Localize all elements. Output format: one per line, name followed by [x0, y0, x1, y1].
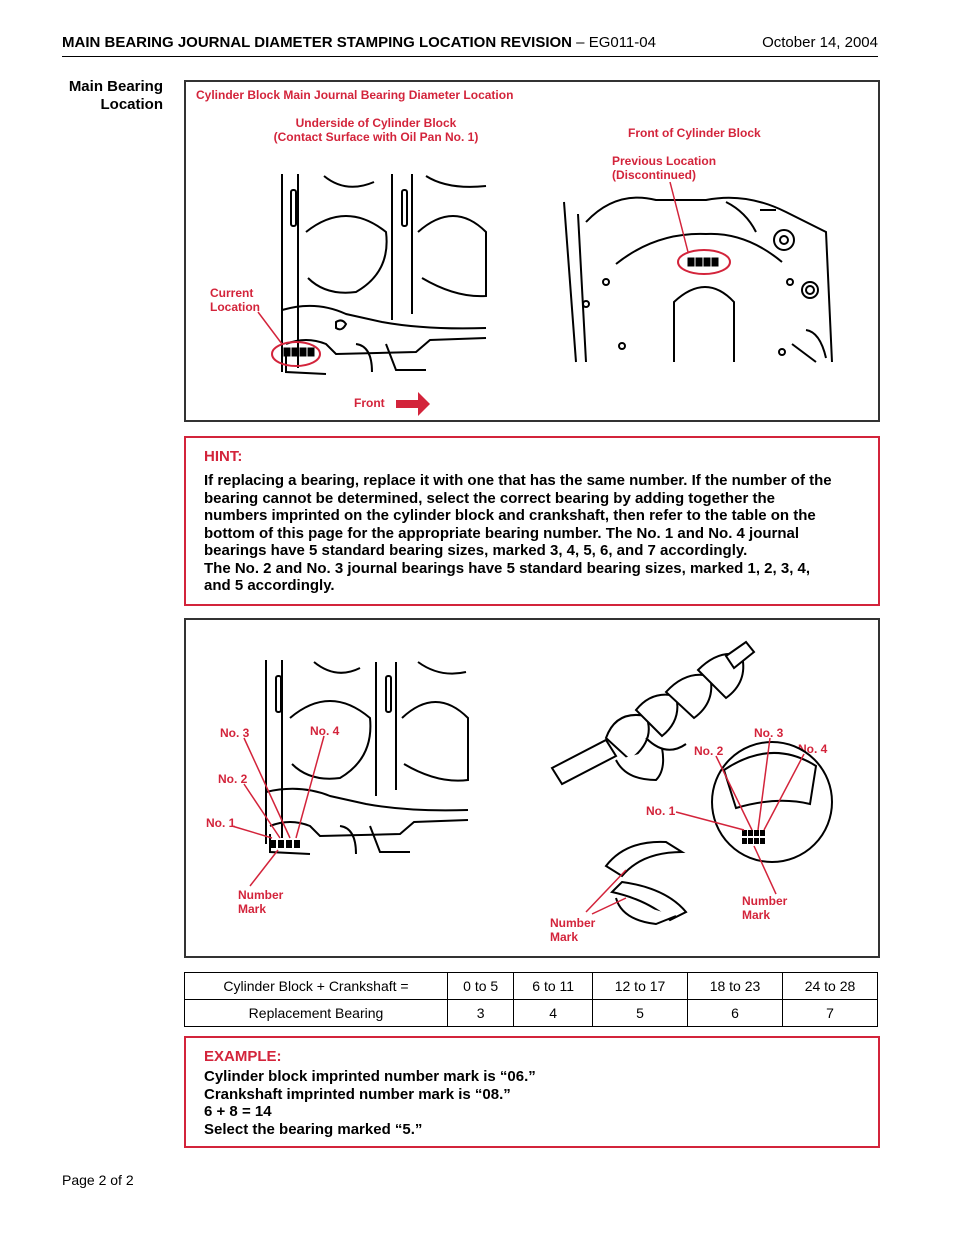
right-number-mark-label: Number Mark — [742, 894, 787, 922]
left-number-mark-line-1: Number — [238, 888, 284, 902]
example-body: Cylinder block imprinted number mark is … — [204, 1068, 864, 1138]
bearing-number-mark-label: Number Mark — [550, 916, 595, 944]
hint-line: bearing cannot be determined, select the… — [204, 489, 775, 507]
header-code: – EG011-04 — [572, 34, 656, 51]
example-line: 6 + 8 = 14 — [204, 1103, 272, 1120]
left-no1-label: No. 1 — [206, 816, 236, 830]
header-title: MAIN BEARING JOURNAL DIAMETER STAMPING L… — [62, 34, 573, 51]
right-number-mark-line-2: Mark — [742, 908, 771, 922]
bearing-selection-table: Cylinder Block + Crankshaft = 0 to 5 6 t… — [184, 972, 879, 1027]
example-box: EXAMPLE: Cylinder block imprinted number… — [184, 1036, 880, 1148]
underside-label-line-2: (Contact Surface with Oil Pan No. 1) — [273, 130, 479, 144]
table-cell: 24 to 28 — [781, 972, 879, 1000]
hint-line: numbers imprinted on the cylinder block … — [204, 507, 816, 524]
table-cell: 18 to 23 — [687, 972, 783, 1000]
front-arrow-icon — [396, 392, 430, 416]
hint-line: The No. 2 and No. 3 journal bearings hav… — [204, 559, 811, 577]
hint-line: and 5 accordingly. — [204, 577, 335, 594]
previous-stamp-mark — [687, 257, 719, 267]
table-cell: 12 to 17 — [592, 972, 689, 1000]
block-front-drawing — [563, 196, 833, 363]
page-number: Page 2 of 2 — [62, 1172, 134, 1188]
left-no2-label: No. 2 — [218, 772, 248, 786]
current-location-line-2: Location — [210, 300, 260, 314]
front-of-block-label: Front of Cylinder Block — [628, 126, 761, 140]
page-header: MAIN BEARING JOURNAL DIAMETER STAMPING L… — [62, 34, 878, 57]
example-line: Cylinder block imprinted number mark is … — [204, 1068, 536, 1085]
bearing-number-mark-line-1: Number — [550, 916, 596, 930]
section-label-line-2: Location — [100, 96, 164, 113]
header-date: October 14, 2004 — [762, 34, 878, 51]
crank-stamp-mark — [742, 830, 765, 844]
table-row-header: Cylinder Block + Crankshaft = — [184, 972, 448, 1000]
table-cell: 3 — [446, 999, 515, 1027]
current-location-line-1: Current — [210, 286, 254, 300]
table-cell: 6 to 11 — [513, 972, 594, 1000]
crankshaft-drawing — [550, 640, 756, 786]
table-row: Replacement Bearing 3 4 5 6 7 — [184, 999, 879, 1027]
underside-label: Underside of Cylinder Block (Contact Sur… — [256, 116, 496, 144]
hint-line: If replacing a bearing, replace it with … — [204, 472, 832, 489]
bearing-number-mark-line-2: Mark — [550, 930, 579, 944]
table-cell: 7 — [781, 999, 879, 1027]
bearing-shell-drawing — [604, 840, 688, 926]
bearing-leader-lines — [585, 869, 627, 915]
hint-line: bearings have 5 standard bearing sizes, … — [204, 542, 748, 559]
table-row: Cylinder Block + Crankshaft = 0 to 5 6 t… — [184, 972, 879, 1000]
hint-title: HINT: — [204, 448, 243, 465]
left-number-mark-label: Number Mark — [238, 888, 283, 916]
example-line: Select the bearing marked “5.” — [204, 1120, 423, 1138]
example-title: EXAMPLE: — [204, 1048, 282, 1065]
current-stamp-mark — [283, 347, 315, 357]
left-no3-label: No. 3 — [220, 726, 250, 740]
right-no1-label: No. 1 — [646, 804, 676, 818]
table-cell: 4 — [513, 999, 594, 1027]
left-no4-label: No. 4 — [310, 724, 340, 738]
example-line: Crankshaft imprinted number mark is “08.… — [204, 1085, 511, 1103]
figure1-drawing — [257, 174, 833, 416]
previous-location-line-1: Previous Location — [612, 154, 717, 168]
previous-location-circle — [677, 249, 731, 275]
table-row-header: Replacement Bearing — [184, 999, 448, 1027]
hint-line: bottom of this page for the appropriate … — [204, 524, 800, 542]
hint-body: If replacing a bearing, replace it with … — [204, 472, 874, 595]
figure1-title: Cylinder Block Main Journal Bearing Diam… — [196, 88, 514, 102]
previous-location-label: Previous Location (Discontinued) — [612, 154, 716, 182]
left-number-mark-line-2: Mark — [238, 902, 267, 916]
figure-bearing-location: Cylinder Block Main Journal Bearing Diam… — [184, 80, 880, 422]
right-leader-lines — [675, 737, 805, 895]
right-no2-label: No. 2 — [694, 744, 724, 758]
section-label: Main Bearing Location — [20, 78, 163, 114]
previous-location-line-2: (Discontinued) — [612, 168, 696, 182]
section-label-line-1: Main Bearing — [68, 78, 163, 95]
front-label: Front — [354, 396, 385, 410]
right-no3-label: No. 3 — [754, 726, 784, 740]
block-underside-drawing-2 — [265, 660, 469, 855]
figure-number-marks: No. 3 No. 4 No. 2 No. 1 Number Mark No. … — [184, 618, 880, 958]
left-stamp-mark — [270, 840, 300, 848]
current-location-label: Current Location — [210, 286, 260, 314]
hint-box: HINT: If replacing a bearing, replace it… — [184, 436, 880, 606]
block-underside-drawing — [281, 174, 487, 375]
table-cell: 6 — [687, 999, 783, 1027]
figure2-drawing — [231, 640, 833, 926]
underside-label-line-1: Underside of Cylinder Block — [295, 116, 457, 130]
left-leader-lines — [231, 735, 325, 887]
current-location-circle — [271, 341, 321, 367]
right-number-mark-line-1: Number — [742, 894, 788, 908]
table-cell: 5 — [592, 999, 689, 1027]
table-cell: 0 to 5 — [446, 972, 515, 1000]
